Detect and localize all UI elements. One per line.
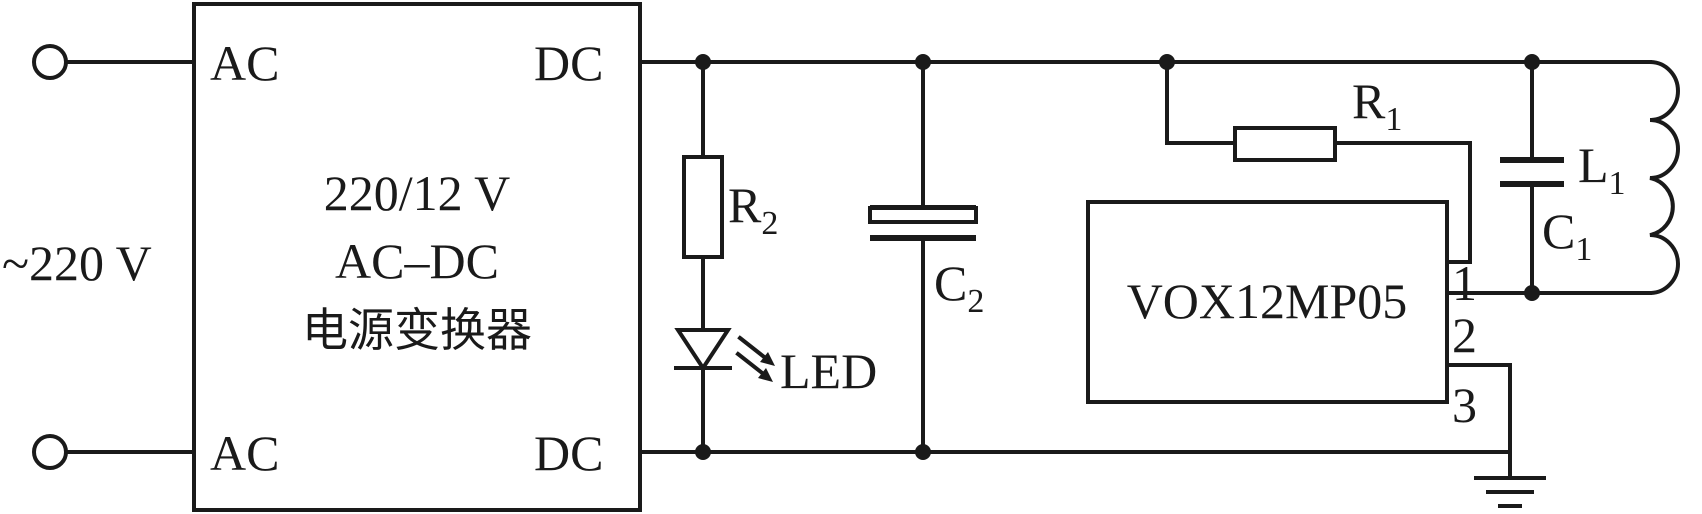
c1-label: C1 [1542,203,1592,268]
r2-resistor [682,155,724,259]
junction-dot [1159,54,1175,70]
r1-to-pin1-wire [1333,141,1472,264]
l1-label: L1 [1578,137,1626,202]
input-voltage-label: ~220 V [2,235,152,291]
junction-dot [1524,54,1540,70]
led-label: LED [780,343,877,399]
input-terminal-top [32,44,68,80]
l1-inductor [1647,59,1680,296]
junction-dot [695,54,711,70]
r1-resistor [1233,126,1337,162]
c2-polarity-band [868,206,978,224]
converter-dc-top-label: DC [534,35,603,91]
module-pin1-label: 1 [1452,255,1477,311]
ac-dc-converter-box [192,2,642,512]
converter-dc-bottom-label: DC [534,425,603,481]
converter-ac-top-label: AC [210,35,279,91]
vox-module-name: VOX12MP05 [1127,273,1408,329]
ground-symbol [1474,476,1546,508]
junction-dot [695,444,711,460]
vox-module-box [1086,200,1449,404]
module-pin2-label: 2 [1452,307,1477,363]
junction-dot [1524,285,1540,301]
converter-rating-label: 220/12 V [324,165,511,221]
converter-type-label: AC–DC [335,233,499,289]
led-light-arrows [735,335,775,382]
led-diode-triangle [674,328,732,372]
r1-label: R1 [1352,73,1402,138]
r2-label: R2 [728,177,778,242]
r1-left-wire [1165,60,1237,145]
pin3-to-ground-wire [1445,363,1512,480]
junction-dot [915,54,931,70]
converter-ac-bottom-label: AC [210,425,279,481]
c2-label: C2 [934,255,984,320]
converter-description-label: 电源变换器 [302,303,532,357]
junction-dot [915,444,931,460]
input-terminal-bottom [32,434,68,470]
module-pin3-label: 3 [1452,377,1477,433]
